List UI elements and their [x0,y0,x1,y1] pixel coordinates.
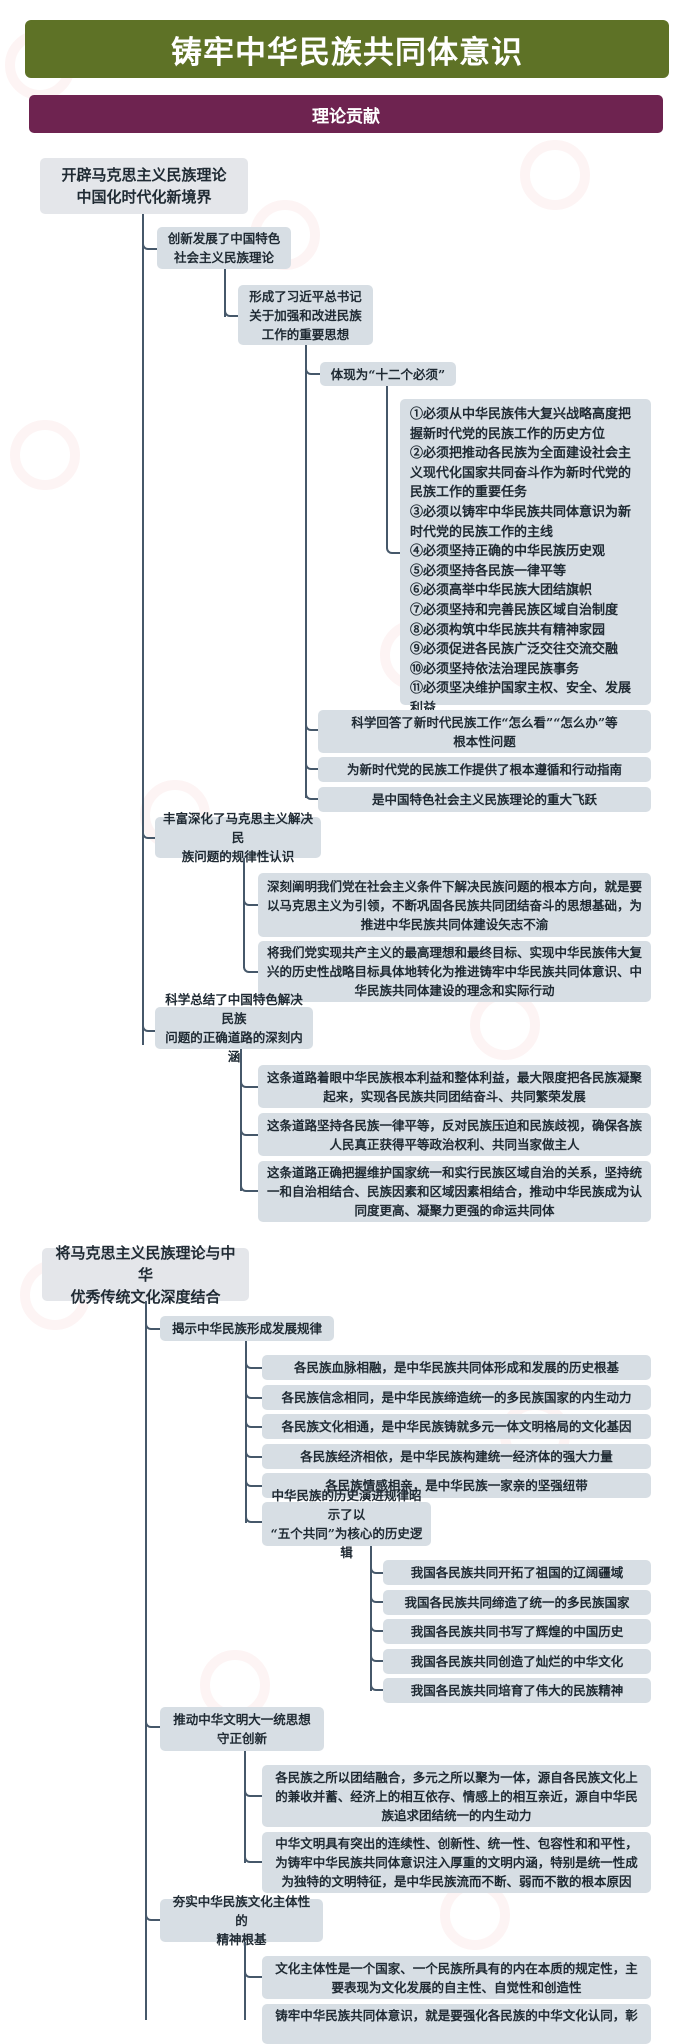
connector [243,858,259,973]
enrich-item: 深刻阐明我们党在社会主义条件下解决民族问题的根本方向，就是要以马克思主义为引领，… [258,873,651,937]
connector [224,269,239,317]
connector [142,214,156,1032]
law-item: 各民族信念相同，是中华民族缔造统一的多民族国家的内生动力 [262,1385,651,1410]
common-item: 我国各民族共同培育了伟大的民族精神 [383,1678,651,1703]
node-formed-thought: 形成了习近平总书记 关于加强和改进民族 工作的重要思想 [238,285,373,345]
subjectivity-item: 文化主体性是一个国家、一个民族所具有的内在本质的规定性，主要表现为文化发展的自主… [262,1956,651,1999]
common-item: 我国各民族共同创造了灿烂的中华文化 [383,1649,651,1674]
section-header: 理论贡献 [29,95,663,133]
root-node-2: 将马克思主义民族理论与中华 优秀传统文化深度结合 [42,1244,249,1306]
connector [386,386,401,554]
node-twelve-musts: 体现为“十二个必须” [320,362,456,386]
node-reveal-law: 揭示中华民族形成发展规律 [160,1316,334,1341]
connector [240,1049,259,1192]
law-item: 各民族血脉相融，是中华民族共同体形成和发展的历史根基 [262,1355,651,1380]
unity-item: 中华文明具有突出的连续性、创新性、统一性、包容性和和平性，为铸牢中华民族共同体意… [262,1832,651,1893]
path-item: 这条道路正确把握维护国家统一和实行民族区域自治的关系，坚持统一和自治相结合、民族… [258,1161,651,1222]
node-enrich: 丰富深化了马克思主义解决民 族问题的规律性认识 [155,811,321,864]
connector [244,1942,263,1978]
common-item: 我国各民族共同缔造了统一的多民族国家 [383,1590,651,1615]
page-title: 铸牢中华民族共同体意识 [25,20,669,78]
connector [370,1546,384,1691]
connector [244,1751,263,1863]
law-item: 各民族情感相亲，是中华民族一家亲的坚强纽带 [262,1473,651,1498]
twelve-musts-list: ①必须从中华民族伟大复兴战略高度把握新时代党的民族工作的历史方位 ②必须把推动各… [400,399,651,736]
node-leap: 是中国特色社会主义民族理论的重大飞跃 [318,787,651,812]
path-item: 这条道路坚持各民族一律平等，反对民族压迫和民族歧视，确保各族人民真正获得平等政治… [258,1113,651,1156]
unity-item: 各民族之所以团结融合，多元之所以聚为一体，源自各民族文化上的兼收并蓄、经济上的相… [262,1765,651,1827]
connector [145,1301,161,1921]
common-item: 我国各民族共同开拓了祖国的辽阔疆域 [383,1560,651,1585]
enrich-item: 将我们党实现共产主义的最高理想和最终目标、实现中华民族伟大复兴的历史性战略目标具… [258,941,651,1002]
node-guidance: 为新时代党的民族工作提供了根本遵循和行动指南 [318,757,651,782]
common-item: 我国各民族共同书写了辉煌的中国历史 [383,1619,651,1644]
connector [244,1942,246,2020]
subjectivity-item: 铸牢中华民族共同体意识，就是要强化各民族的中华文化认同，彰 [262,2004,651,2044]
law-item: 各民族经济相依，是中华民族构建统一经济体的强大力量 [262,1444,651,1469]
watermark-icon [520,140,590,210]
node-five-commons: 中华民族的历史演进规律昭示了以 “五个共同”为核心的历史逻辑 [262,1488,431,1560]
connector [305,345,319,800]
law-item: 各民族文化相通，是中华民族铸就多元一体文明格局的文化基因 [262,1414,651,1439]
node-cultural-subjectivity: 夯实中华民族文化主体性的 精神根基 [160,1894,323,1947]
watermark-icon [10,420,80,490]
node-scientific-answer: 科学回答了新时代民族工作“怎么看”“怎么办”等 根本性问题 [318,710,651,753]
node-unity-thought: 推动中华文明大一统思想 守正创新 [160,1707,324,1751]
path-item: 这条道路着眼中华民族根本利益和整体利益，最大限度把各民族凝聚起来，实现各民族共同… [258,1065,651,1108]
root-node-1: 开辟马克思主义民族理论 中国化时代化新境界 [40,158,248,214]
node-summarize-path: 科学总结了中国特色解决民族 问题的正确道路的深刻内涵 [155,992,313,1064]
connector [245,1341,263,1523]
node-innovate: 创新发展了中国特色 社会主义民族理论 [157,227,291,269]
